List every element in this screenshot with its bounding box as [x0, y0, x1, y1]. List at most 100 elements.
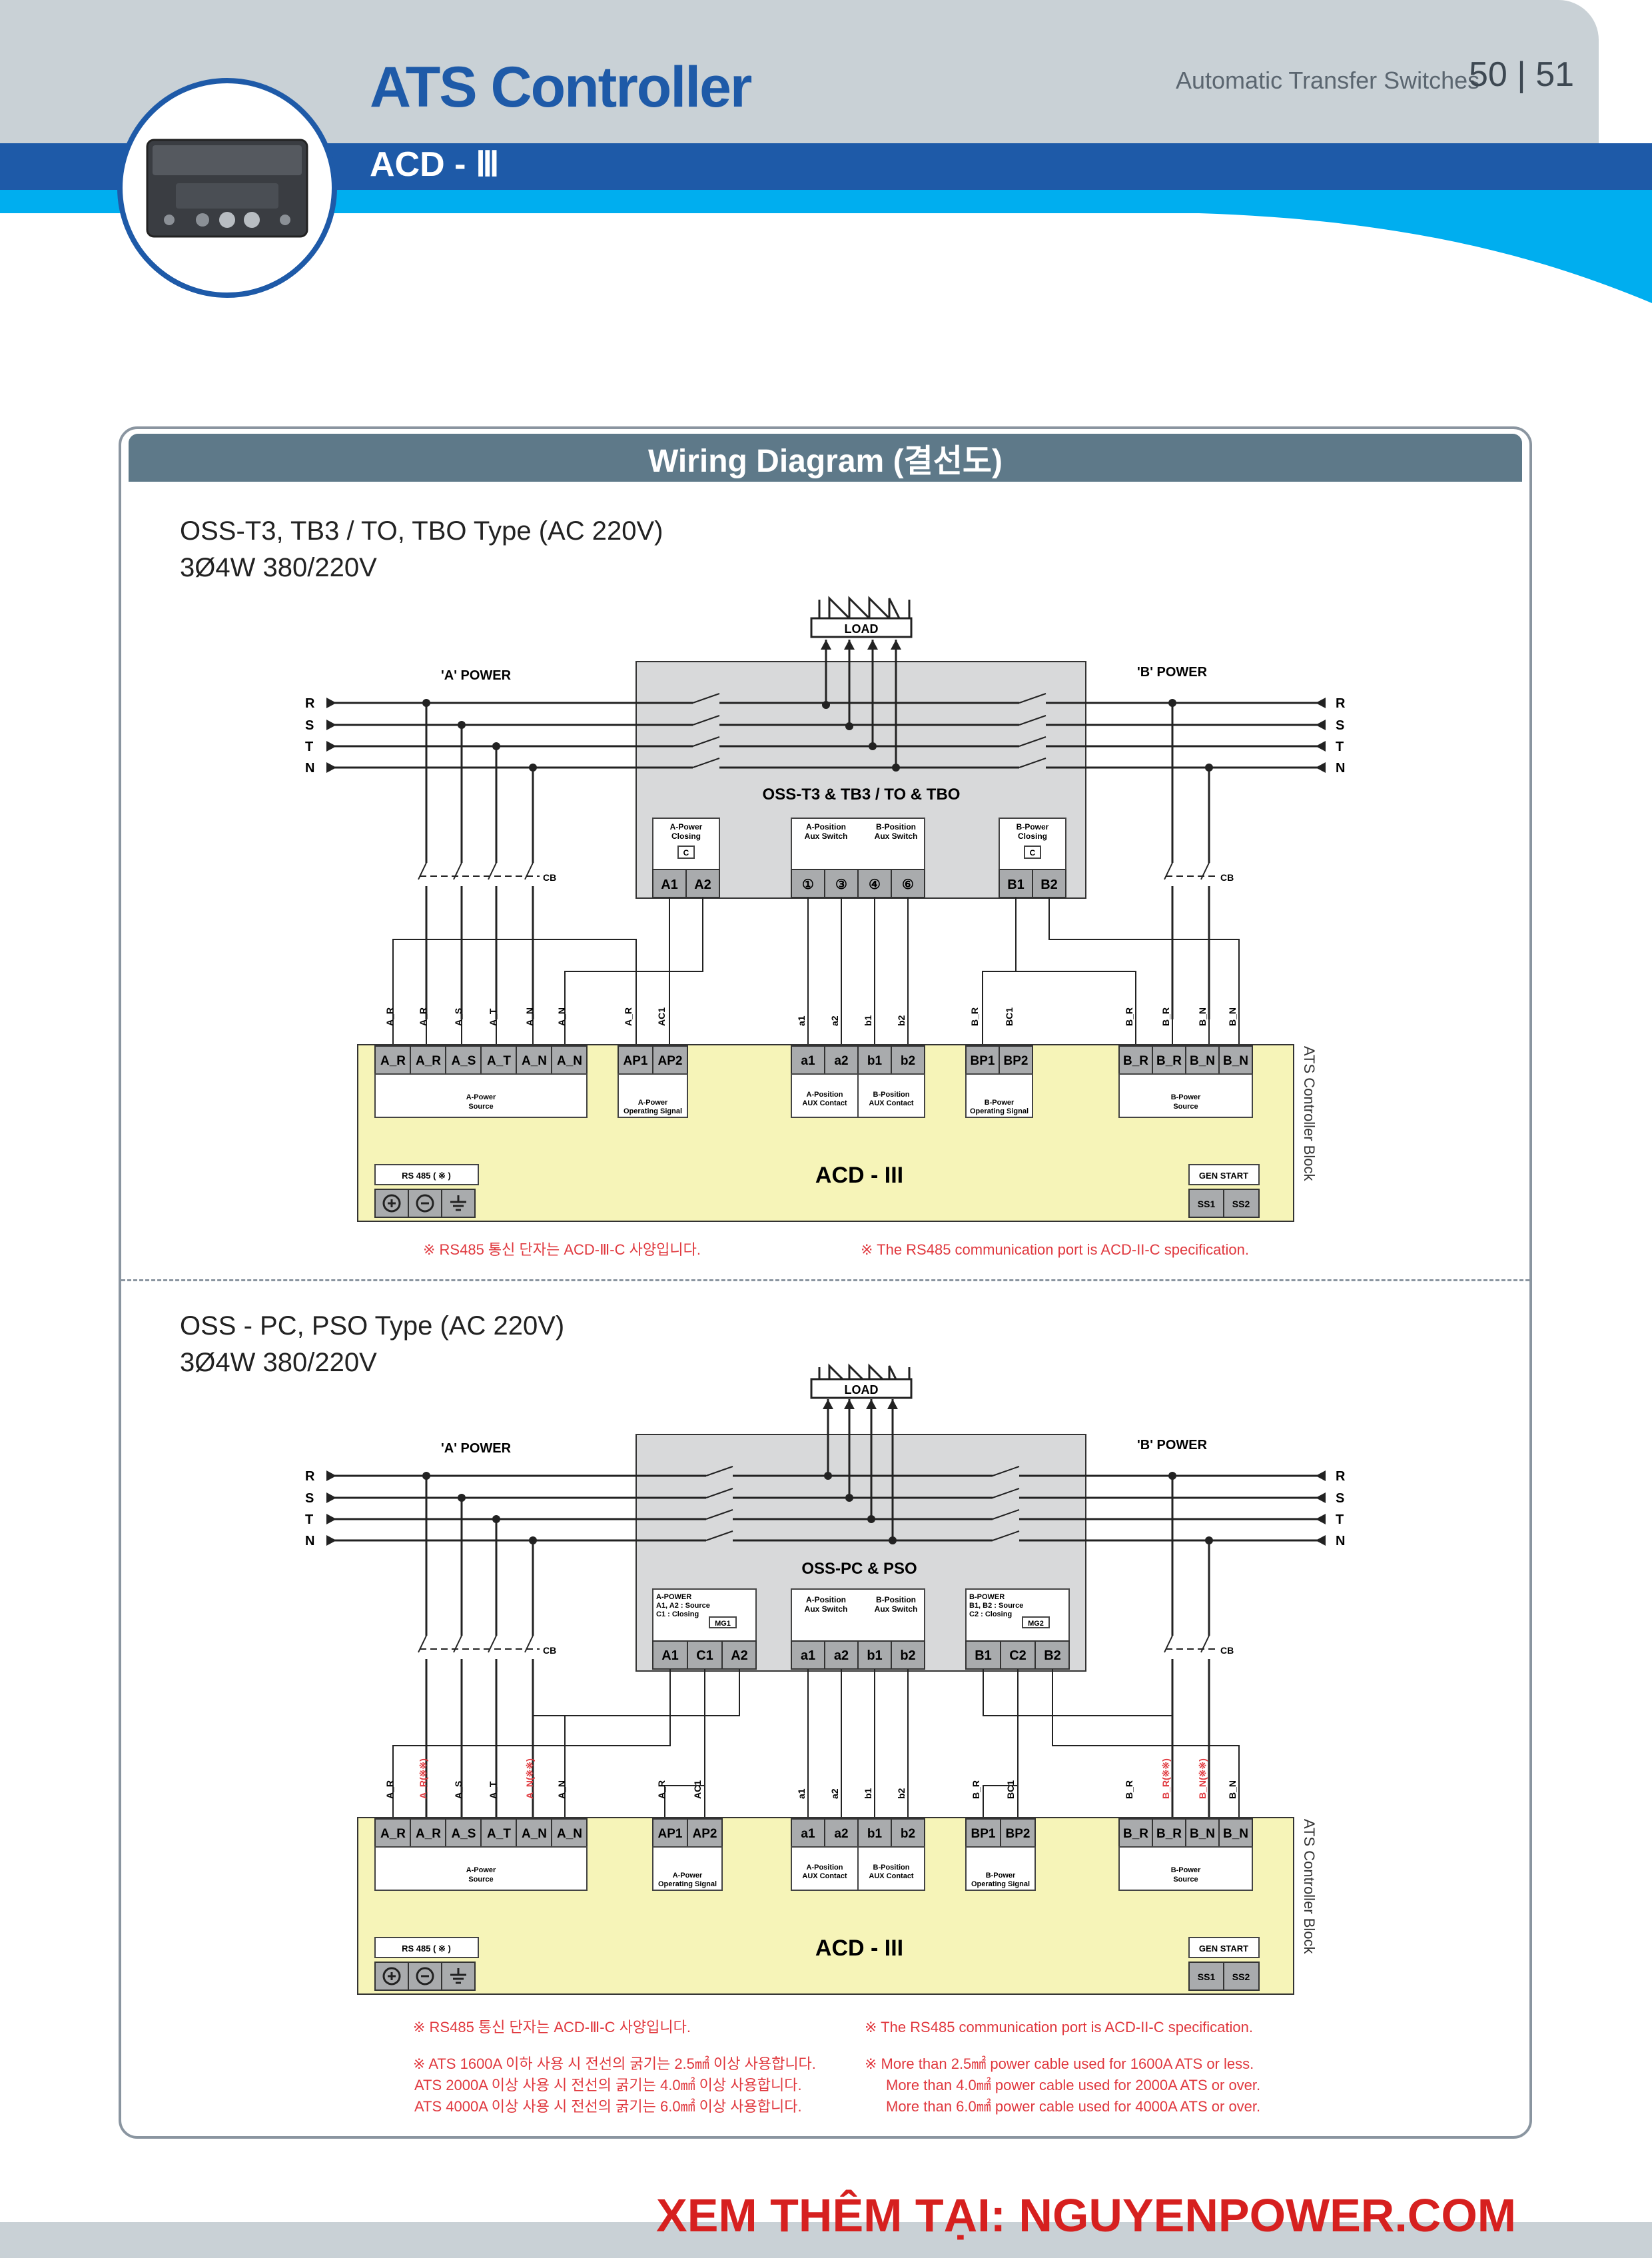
ctrl-term: A_R [416, 1827, 441, 1841]
ctrl-term: B_N [1190, 1827, 1215, 1841]
ctrl-term: A_N [557, 1054, 582, 1068]
wire-label: B_N [1197, 1007, 1208, 1026]
b-power-label: 'B' POWER [1137, 665, 1208, 680]
gen-start-label: GEN START [1199, 1171, 1248, 1181]
minus-icon [416, 1967, 434, 1985]
ctrl-term: AP2 [658, 1054, 683, 1068]
mg1-label: MG1 [715, 1620, 731, 1628]
line-t-right: T [1336, 1512, 1344, 1527]
line-r-left: R [305, 1469, 315, 1484]
wire-label: b2 [896, 1015, 907, 1026]
a-op-l1: A-Power [673, 1872, 703, 1880]
line-s-right: S [1336, 718, 1344, 733]
line-n-left: N [305, 761, 314, 776]
ground-icon [450, 1195, 466, 1211]
wire-label: A_T [488, 1008, 498, 1026]
cb-label-a: CB [543, 1645, 556, 1656]
footer-promo-link[interactable]: XEM THÊM TẠI: NGUYENPOWER.COM [656, 2189, 1517, 2241]
cb-label-a: CB [543, 872, 556, 883]
a-pos-aux-l2: Aux Switch [805, 832, 848, 841]
ctrl-term: A_T [487, 1827, 511, 1841]
sw-term: A2 [731, 1648, 748, 1663]
ctrl-term: B_R [1156, 1054, 1182, 1068]
wire-label: B_R [1124, 1780, 1134, 1799]
load-icon [818, 596, 911, 621]
b-pos-aux-l2: Aux Switch [875, 832, 918, 841]
wire-label: A_S [453, 1781, 464, 1799]
b-coil: C [1030, 848, 1036, 857]
wire-label: AC1 [656, 1007, 667, 1026]
line-t-left: T [305, 1512, 313, 1527]
note-en-2a: ※ More than 2.5㎟ power cable used for 16… [865, 2055, 1254, 2072]
sw-term: B1 [975, 1648, 992, 1663]
ctrl-term: a1 [801, 1054, 815, 1068]
wire-label: B_N(※※) [1197, 1758, 1208, 1799]
wire-label: a2 [829, 1788, 840, 1799]
load-label: LOAD [845, 622, 879, 636]
sw-term: A1 [661, 1648, 679, 1663]
minus-icon [416, 1194, 434, 1213]
ctrl-term: B_R [1123, 1827, 1148, 1841]
wire-label: b2 [896, 1788, 907, 1799]
line-n-left: N [305, 1534, 314, 1548]
sw-term: a2 [834, 1648, 849, 1663]
ss2-label: SS2 [1232, 1972, 1250, 1982]
note-kr-2b: ATS 2000A 이상 사용 시 전선의 굵기는 4.0㎟ 이상 사용합니다. [414, 2077, 802, 2093]
note-kr: ※ RS485 통신 단자는 ACD-Ⅲ-C 사양입니다. [423, 1241, 701, 1258]
side-label: ATS Controller Block [1301, 1046, 1318, 1182]
wire-label: A_R [418, 1007, 428, 1026]
wiring-diagram-1: LOAD OSS-T3 & TB3 / TO & TBO R S T N [305, 596, 1346, 1258]
a-contact-l1: A-Position [807, 1091, 843, 1099]
b-source-l1: B-Power [1171, 1093, 1201, 1101]
wire-label: A_R [384, 1780, 395, 1799]
a-op-l2: Operating Signal [658, 1880, 717, 1888]
ctrl-term: B_N [1223, 1827, 1248, 1841]
a-closing-l2: Closing [671, 832, 701, 841]
sw-term: C1 [696, 1648, 713, 1663]
a-op-l2: Operating Signal [623, 1107, 682, 1115]
a-source-l1: A-Power [466, 1866, 496, 1874]
ss2-label: SS2 [1232, 1199, 1250, 1209]
a-closing-l1: A-Power [670, 822, 703, 832]
b-box-l2: B1, B2 : Source [969, 1602, 1023, 1610]
sw-term: B2 [1044, 1648, 1061, 1663]
b-pos-aux-l2: Aux Switch [875, 1604, 918, 1614]
sw-term-4: ④ [869, 877, 881, 892]
b-power-label: 'B' POWER [1137, 1438, 1208, 1452]
ctrl-term: A_N [522, 1054, 547, 1068]
sw-term: C2 [1009, 1648, 1027, 1663]
diagram1-subheading: 3Ø4W 380/220V [180, 553, 377, 582]
b-op-l1: B-Power [985, 1099, 1015, 1107]
sw-term-3: ③ [835, 877, 847, 892]
ss1-label: SS1 [1198, 1972, 1216, 1982]
page-title: ATS Controller [370, 55, 752, 119]
a-power-label: 'A' POWER [441, 668, 512, 683]
breaker-icon [418, 1635, 1216, 1653]
b-source-l2: Source [1173, 1876, 1198, 1884]
side-label: ATS Controller Block [1301, 1819, 1318, 1955]
controller-name: ACD - III [815, 1936, 903, 1961]
sw-term-6: ⑥ [902, 877, 914, 892]
ground-icon [450, 1968, 466, 1984]
a-source-l2: Source [468, 1876, 493, 1884]
wire-label: A_S [453, 1008, 464, 1026]
a-power-label: 'A' POWER [441, 1441, 512, 1456]
line-r-right: R [1336, 696, 1346, 711]
wire-label: A_R [623, 1007, 633, 1026]
b-contact-l1: B-Position [873, 1091, 910, 1099]
wire-label: A_N [556, 1780, 567, 1799]
controller-device-icon [146, 139, 308, 238]
b-op-l2: Operating Signal [970, 1107, 1029, 1115]
sw-term-a1: A1 [661, 877, 678, 892]
sw-term-b1: B1 [1007, 877, 1025, 892]
note-en-2b: More than 4.0㎟ power cable used for 2000… [886, 2077, 1260, 2093]
note-kr-1: ※ RS485 통신 단자는 ACD-Ⅲ-C 사양입니다. [413, 2019, 691, 2035]
rs485-label: RS 485 ( ※ ) [402, 1944, 451, 1954]
switch-title: OSS-PC & PSO [801, 1560, 917, 1578]
product-thumbnail [117, 78, 337, 298]
note-en-1: ※ The RS485 communication port is ACD-II… [865, 2019, 1253, 2035]
content-frame [119, 426, 1532, 2139]
wire-label: B_R(※※) [1160, 1758, 1171, 1799]
ctrl-term: A_T [487, 1054, 511, 1068]
b-box-l3: C2 : Closing [969, 1610, 1012, 1618]
